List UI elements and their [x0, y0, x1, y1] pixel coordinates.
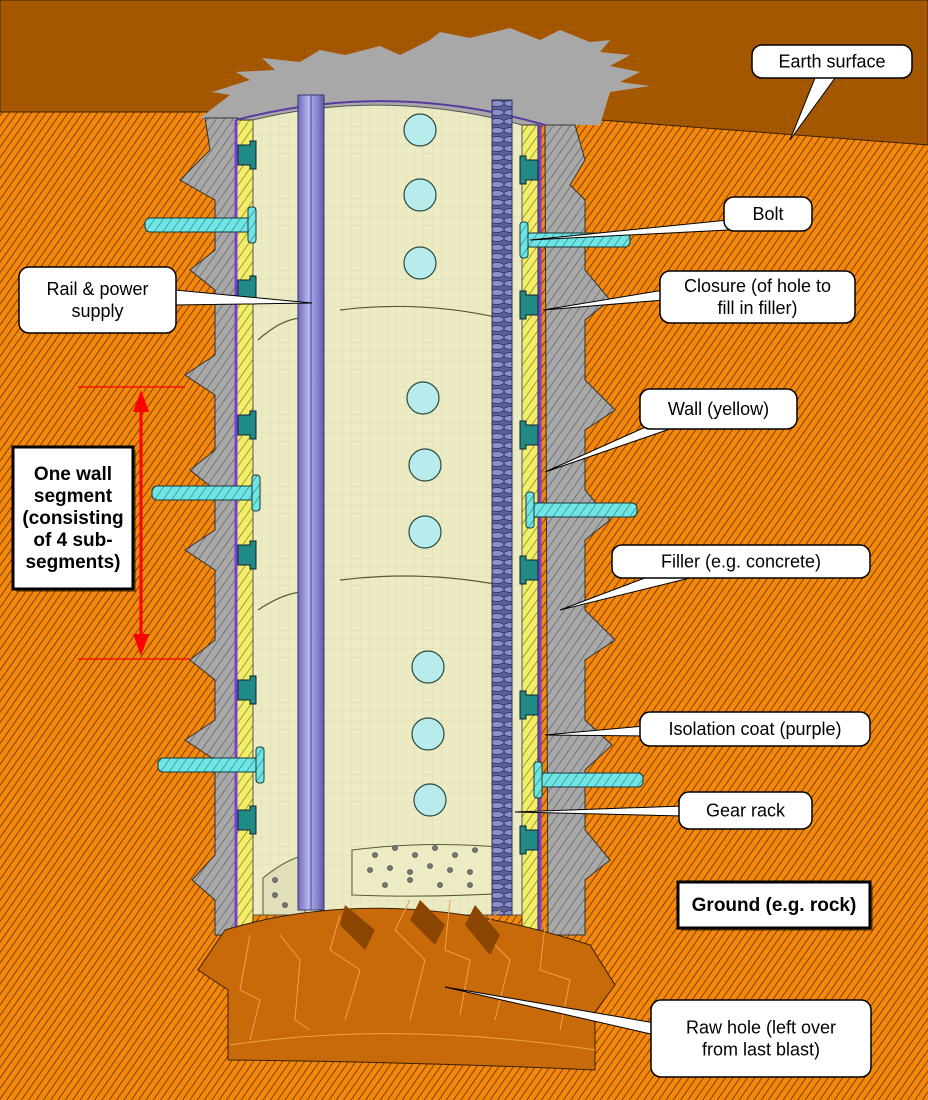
callout-bubble	[678, 791, 813, 830]
label-box	[676, 880, 872, 930]
tube-hole	[411, 650, 445, 684]
rivet	[472, 847, 478, 853]
callout-gear-rack: Gear rack	[514, 791, 813, 830]
rivet	[447, 867, 453, 873]
callout-bolt: Bolt	[529, 196, 813, 241]
closure	[519, 155, 539, 185]
callout-earth-surface: Earth surface	[751, 44, 913, 141]
tube-hole	[406, 381, 440, 415]
rivet	[367, 867, 373, 873]
tube-hole	[403, 246, 437, 280]
rivet	[407, 877, 413, 883]
rivet	[407, 869, 413, 875]
callout-text: segments)	[25, 552, 120, 573]
callout-wall: Wall (yellow)	[544, 388, 798, 473]
rivet	[282, 902, 288, 908]
rivet	[272, 892, 278, 898]
callout-filler: Filler (e.g. concrete)	[559, 544, 871, 611]
closure	[519, 825, 539, 855]
closure	[519, 555, 539, 585]
label-box-ground: Ground (e.g. rock)	[676, 880, 873, 931]
rivet	[272, 877, 278, 883]
rivet	[467, 869, 473, 875]
rivet	[412, 852, 418, 858]
callout-text: Earth surface	[778, 52, 885, 72]
raw-hole	[197, 907, 616, 1071]
label-box	[11, 445, 135, 591]
perforated-plate	[351, 843, 511, 897]
closure	[237, 540, 257, 570]
filler-left	[179, 117, 240, 936]
bolt	[525, 491, 638, 529]
callout-text: Bolt	[752, 204, 783, 224]
callout-text: (consisting	[22, 508, 123, 529]
closure	[237, 140, 257, 170]
callout-bubble	[751, 44, 913, 79]
callout-bubble	[659, 270, 856, 324]
closure	[237, 410, 257, 440]
rivet	[392, 845, 398, 851]
plate-rivets	[272, 845, 478, 908]
callout-text: Gear rack	[706, 801, 786, 821]
measure-arrow-up	[133, 390, 149, 412]
bolt	[144, 206, 257, 244]
tube-hole	[408, 515, 442, 549]
callout-bubble	[723, 196, 813, 232]
callout-text: from last blast)	[702, 1040, 820, 1060]
bolt	[157, 746, 265, 784]
rivet	[387, 865, 393, 871]
tube-hole	[403, 113, 437, 147]
callout-bubble	[650, 999, 872, 1078]
callout-text: fill in filler)	[717, 298, 797, 318]
bolts	[144, 206, 644, 799]
tube-hole	[413, 783, 447, 817]
callout-bubble	[639, 388, 798, 430]
callout-text: Filler (e.g. concrete)	[661, 552, 821, 572]
rivet	[452, 852, 458, 858]
callout-bubble	[639, 711, 871, 747]
inner-tube	[252, 104, 523, 916]
callout-text: Rail & power	[46, 279, 148, 299]
tube-hole	[408, 448, 442, 482]
closure	[519, 690, 539, 720]
callout-text: Closure (of hole to	[684, 276, 831, 296]
callout-text: One wall	[34, 464, 112, 485]
measure-arrow-down	[133, 634, 149, 656]
closure	[519, 420, 539, 450]
rivet	[432, 845, 438, 851]
raw-hole-facets	[229, 899, 596, 1051]
callout-text: Ground (e.g. rock)	[692, 895, 857, 916]
closure	[237, 805, 257, 835]
callout-text: supply	[71, 301, 123, 321]
rivet	[382, 882, 388, 888]
tube-hole	[403, 178, 437, 212]
closure	[519, 290, 539, 320]
rivet	[467, 882, 473, 888]
callout-bubble	[18, 266, 177, 334]
tube-hole	[411, 717, 445, 751]
callout-isolation: Isolation coat (purple)	[544, 711, 871, 747]
callout-text: segment	[34, 486, 113, 507]
rivet	[427, 863, 433, 869]
callout-text: Wall (yellow)	[668, 399, 769, 419]
bolt	[533, 761, 644, 799]
callout-text: of 4 sub-	[33, 530, 112, 551]
rivet	[437, 882, 443, 888]
closure	[237, 675, 257, 705]
callout-text: Raw hole (left over	[686, 1018, 836, 1038]
raw-hole-shadow	[340, 900, 500, 955]
callout-bubble	[611, 544, 871, 579]
callout-text: Isolation coat (purple)	[668, 719, 841, 739]
gear-rack	[491, 99, 513, 916]
rivet	[372, 852, 378, 858]
tube-holes	[403, 113, 447, 817]
segment-measure	[78, 386, 190, 660]
bolt	[151, 474, 261, 512]
